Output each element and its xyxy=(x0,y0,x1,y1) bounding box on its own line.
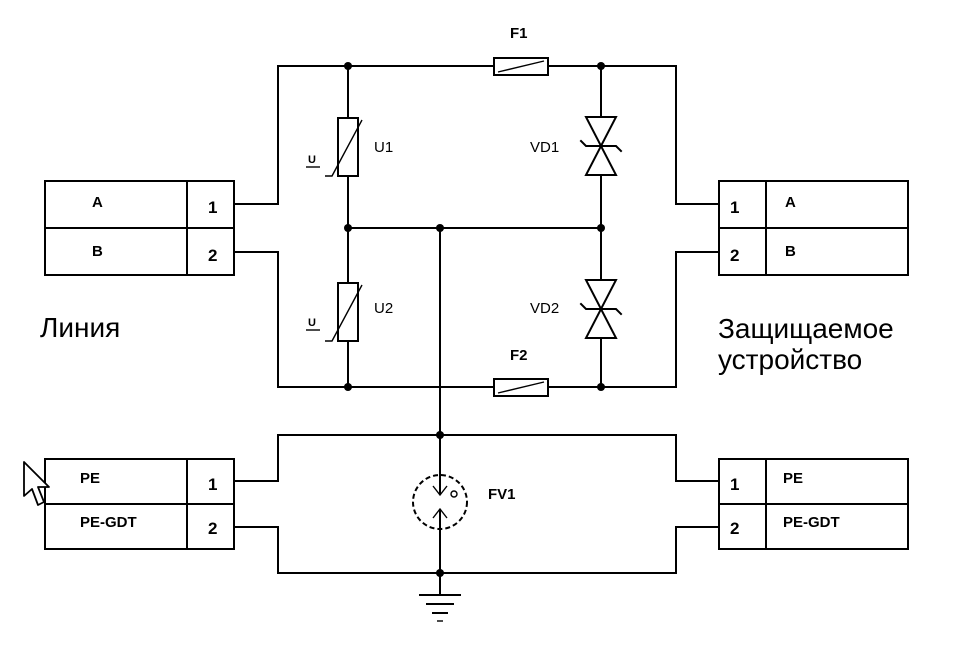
connector-right-bottom: 1 2 PE PE-GDT xyxy=(718,458,909,550)
signal-label: A xyxy=(785,194,796,211)
signal-label: PE-GDT xyxy=(783,514,840,531)
ground-icon xyxy=(419,594,461,622)
pin-label: 1 xyxy=(730,475,739,494)
fuse-f2: F2 xyxy=(493,347,549,397)
connector-right-top: 1 2 A B xyxy=(718,180,909,276)
signal-label: B xyxy=(92,243,103,260)
tvs-diode-vd1: VD1 xyxy=(530,116,623,176)
pin-label: 2 xyxy=(208,519,217,538)
fuse-f1: F1 xyxy=(493,25,549,76)
pin-label: 2 xyxy=(730,246,739,265)
connector-left-top: A B 1 2 xyxy=(44,180,235,276)
varistor-u2-mark: U xyxy=(308,317,316,329)
pin-label: 1 xyxy=(208,475,217,494)
signal-label: PE xyxy=(80,470,100,487)
signal-label: PE-GDT xyxy=(80,514,137,531)
signal-label: A xyxy=(92,194,103,211)
mouse-cursor-icon xyxy=(23,461,50,506)
junctions xyxy=(344,62,605,577)
connector-left-bottom: PE PE-GDT 1 2 xyxy=(44,458,235,550)
pin-label: 2 xyxy=(730,519,739,538)
varistor-u1: U1 U xyxy=(306,117,393,177)
varistor-u2: U2 U xyxy=(306,282,393,342)
fuse-f1-label: F1 xyxy=(510,25,528,42)
caption-line: Линия xyxy=(40,312,120,343)
wires-pe-section xyxy=(233,434,720,574)
signal-label: B xyxy=(785,243,796,260)
caption-protected-device-line1: Защищаемое xyxy=(718,313,894,344)
pin-label: 2 xyxy=(208,246,217,265)
gas-discharge-tube-fv1: FV1 xyxy=(412,474,516,530)
varistor-u1-label: U1 xyxy=(374,139,393,156)
signal-label: PE xyxy=(783,470,803,487)
tvs-diode-vd1-label: VD1 xyxy=(530,139,559,156)
pin-label: 1 xyxy=(208,198,217,217)
pin-label: 1 xyxy=(730,198,739,217)
tvs-diode-vd2: VD2 xyxy=(530,279,623,339)
tvs-diode-vd2-label: VD2 xyxy=(530,300,559,317)
varistor-u1-mark: U xyxy=(308,154,316,166)
gas-discharge-tube-fv1-label: FV1 xyxy=(488,486,516,503)
fuse-f2-label: F2 xyxy=(510,347,528,364)
caption-protected-device-line2: устройство xyxy=(718,344,862,375)
varistor-u2-label: U2 xyxy=(374,300,393,317)
